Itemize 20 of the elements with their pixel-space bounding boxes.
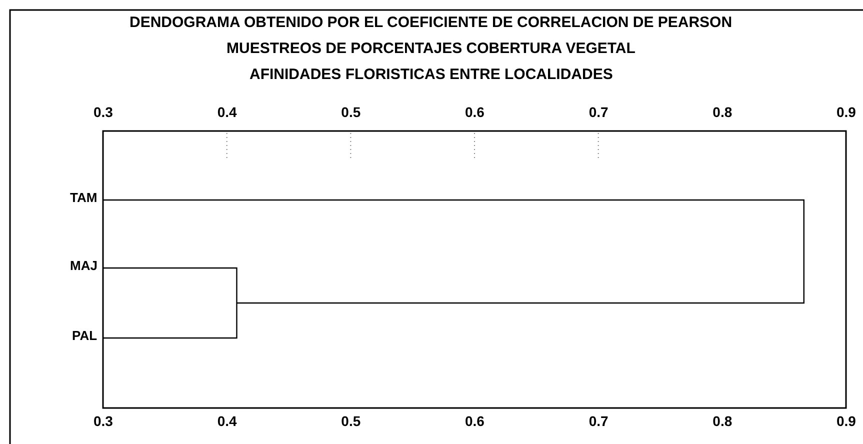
tick-label: 0.6 — [465, 104, 484, 120]
tick-label: 0.7 — [588, 104, 608, 120]
chart-title: DENDOGRAMA OBTENIDO POR EL COEFICIENTE DE CORRELACION DE PEARSON — [130, 14, 732, 30]
tick-label: 0.7 — [588, 413, 608, 429]
tick-label: 0.6 — [465, 413, 484, 429]
tick-label: 0.4 — [217, 104, 237, 120]
tick-label: 0.5 — [341, 413, 361, 429]
chart-subtitle: AFINIDADES FLORISTICAS ENTRE LOCALIDADES — [250, 66, 613, 82]
tick-label: 0.9 — [836, 413, 856, 429]
leaf-label: MAJ — [70, 258, 98, 272]
leaf-label: TAM — [70, 190, 98, 204]
tick-label: 0.4 — [217, 413, 237, 429]
tick-label: 0.3 — [94, 413, 113, 429]
tick-label: 0.3 — [94, 104, 113, 120]
tick-label: 0.8 — [712, 413, 732, 429]
tick-label: 0.5 — [341, 104, 361, 120]
leaf-label: PAL — [72, 328, 98, 342]
chart-subtitle: MUESTREOS DE PORCENTAJES COBERTURA VEGETAL — [226, 40, 636, 56]
tick-label: 0.9 — [836, 104, 856, 120]
tick-label: 0.8 — [712, 104, 732, 120]
